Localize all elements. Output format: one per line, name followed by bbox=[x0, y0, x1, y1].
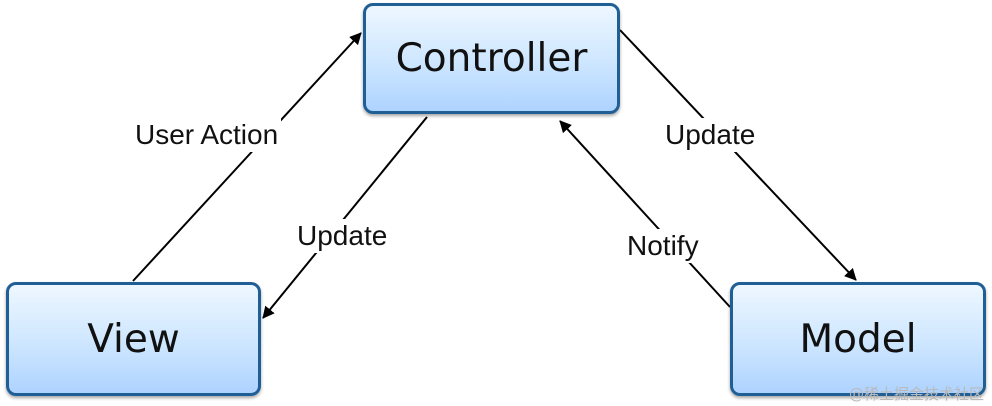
view-node: View bbox=[6, 282, 261, 396]
arrow-controller-to-view bbox=[262, 116, 428, 319]
watermark: @稀土掘金技术社区 bbox=[848, 385, 984, 403]
model-node: Model bbox=[730, 282, 986, 396]
controller-label: Controller bbox=[395, 36, 588, 81]
arrow-view-to-controller bbox=[132, 32, 362, 282]
arrow-model-to-controller bbox=[559, 120, 731, 308]
arrow-controller-to-model bbox=[619, 29, 857, 281]
controller-node: Controller bbox=[363, 3, 620, 114]
edge-label-update-model: Update bbox=[662, 118, 759, 152]
edge-label-user-action: User Action bbox=[132, 118, 282, 152]
model-label: Model bbox=[799, 316, 917, 362]
edge-label-update-view: Update bbox=[294, 219, 391, 253]
view-label: View bbox=[87, 316, 180, 362]
edge-label-notify: Notify bbox=[624, 229, 702, 263]
